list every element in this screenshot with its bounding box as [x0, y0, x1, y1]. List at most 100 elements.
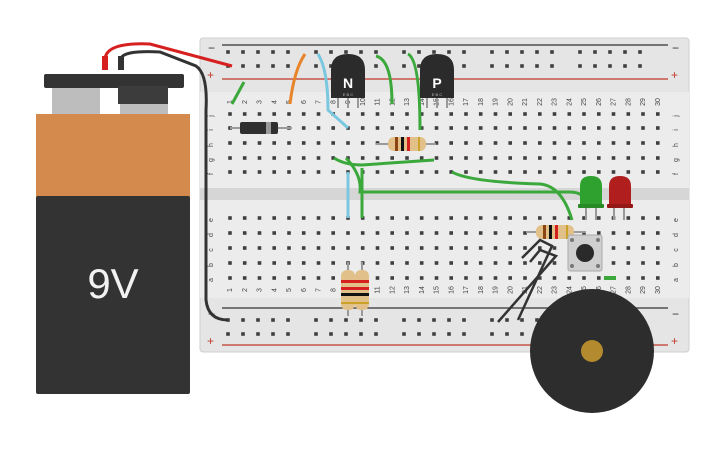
- breadboard-hole[interactable]: [272, 246, 276, 250]
- breadboard-hole[interactable]: [271, 318, 275, 322]
- breadboard-hole[interactable]: [374, 318, 378, 322]
- breadboard-hole[interactable]: [449, 246, 453, 250]
- breadboard-hole[interactable]: [538, 276, 542, 280]
- breadboard-hole[interactable]: [508, 170, 512, 174]
- breadboard-hole[interactable]: [402, 318, 406, 322]
- breadboard-hole[interactable]: [449, 216, 453, 220]
- breadboard-hole[interactable]: [344, 318, 348, 322]
- breadboard-hole[interactable]: [520, 64, 524, 68]
- breadboard-hole[interactable]: [641, 216, 645, 220]
- breadboard-hole[interactable]: [228, 276, 232, 280]
- breadboard-hole[interactable]: [611, 170, 616, 174]
- breadboard-hole[interactable]: [301, 231, 306, 235]
- wire-green-led-return[interactable]: [451, 170, 574, 221]
- breadboard-hole[interactable]: [331, 261, 335, 265]
- breadboard-hole[interactable]: [523, 276, 527, 280]
- breadboard-hole[interactable]: [271, 64, 275, 68]
- breadboard-hole[interactable]: [552, 216, 557, 220]
- breadboard-hole[interactable]: [520, 50, 524, 54]
- breadboard-hole[interactable]: [464, 112, 468, 116]
- breadboard-hole[interactable]: [597, 112, 601, 116]
- breadboard-hole[interactable]: [611, 231, 616, 235]
- breadboard-hole[interactable]: [641, 126, 645, 130]
- breadboard-hole[interactable]: [464, 126, 468, 130]
- breadboard-hole[interactable]: [316, 126, 321, 130]
- breadboard-hole[interactable]: [567, 276, 572, 280]
- breadboard-hole[interactable]: [608, 64, 612, 68]
- breadboard-hole[interactable]: [241, 332, 245, 336]
- transistor-npn[interactable]: N E B C: [331, 54, 365, 108]
- breadboard-hole[interactable]: [623, 50, 627, 54]
- breadboard-hole[interactable]: [286, 50, 290, 54]
- breadboard-hole[interactable]: [405, 246, 409, 250]
- breadboard-hole[interactable]: [314, 64, 318, 68]
- breadboard-hole[interactable]: [360, 156, 365, 160]
- breadboard-hole[interactable]: [287, 261, 291, 265]
- breadboard-hole[interactable]: [286, 64, 290, 68]
- breadboard-hole[interactable]: [228, 216, 232, 220]
- breadboard-hole[interactable]: [286, 318, 290, 322]
- breadboard-hole[interactable]: [256, 50, 260, 54]
- breadboard-hole[interactable]: [611, 141, 616, 145]
- breadboard-hole[interactable]: [434, 216, 439, 220]
- breadboard-hole[interactable]: [316, 246, 321, 250]
- breadboard-hole[interactable]: [638, 64, 642, 68]
- breadboard-hole[interactable]: [405, 126, 409, 130]
- breadboard-hole[interactable]: [493, 231, 498, 235]
- breadboard-hole[interactable]: [505, 318, 509, 322]
- transistor-pnp[interactable]: P E B C: [420, 54, 454, 108]
- breadboard-hole[interactable]: [375, 276, 380, 280]
- breadboard-hole[interactable]: [552, 261, 557, 265]
- breadboard-hole[interactable]: [272, 112, 276, 116]
- breadboard-hole[interactable]: [449, 261, 453, 265]
- breadboard-hole[interactable]: [552, 246, 557, 250]
- breadboard-hole[interactable]: [432, 50, 436, 54]
- breadboard-hole[interactable]: [656, 261, 660, 265]
- breadboard-hole[interactable]: [360, 112, 365, 116]
- breadboard-hole[interactable]: [508, 112, 512, 116]
- breadboard-hole[interactable]: [226, 50, 230, 54]
- breadboard-hole[interactable]: [374, 50, 378, 54]
- breadboard-hole[interactable]: [505, 332, 509, 336]
- breadboard-hole[interactable]: [449, 170, 453, 174]
- breadboard-hole[interactable]: [257, 261, 262, 265]
- breadboard-hole[interactable]: [626, 231, 631, 235]
- breadboard-hole[interactable]: [449, 156, 453, 160]
- breadboard-hole[interactable]: [346, 231, 350, 235]
- breadboard-hole[interactable]: [449, 276, 453, 280]
- breadboard-hole[interactable]: [623, 64, 627, 68]
- breadboard-hole[interactable]: [464, 170, 468, 174]
- breadboard-hole[interactable]: [417, 64, 421, 68]
- breadboard-hole[interactable]: [390, 246, 394, 250]
- breadboard-hole[interactable]: [464, 276, 468, 280]
- breadboard-hole[interactable]: [331, 216, 335, 220]
- breadboard-hole[interactable]: [359, 50, 363, 54]
- breadboard-hole[interactable]: [419, 276, 424, 280]
- resistor-button[interactable]: [526, 225, 586, 239]
- breadboard-hole[interactable]: [301, 246, 306, 250]
- breadboard-hole[interactable]: [287, 112, 291, 116]
- breadboard-hole[interactable]: [552, 112, 557, 116]
- breadboard-hole[interactable]: [597, 276, 601, 280]
- breadboard-hole[interactable]: [419, 216, 424, 220]
- breadboard-hole[interactable]: [538, 261, 542, 265]
- breadboard-hole[interactable]: [331, 126, 335, 130]
- breadboard-hole[interactable]: [241, 318, 245, 322]
- breadboard-hole[interactable]: [272, 141, 276, 145]
- breadboard-hole[interactable]: [538, 170, 542, 174]
- breadboard-hole[interactable]: [538, 216, 542, 220]
- breadboard-hole[interactable]: [272, 156, 276, 160]
- breadboard-hole[interactable]: [316, 141, 321, 145]
- breadboard-hole[interactable]: [656, 276, 660, 280]
- wire-battery-negative[interactable]: [119, 50, 229, 322]
- breadboard-hole[interactable]: [301, 170, 306, 174]
- breadboard-hole[interactable]: [329, 64, 333, 68]
- breadboard-hole[interactable]: [478, 216, 483, 220]
- breadboard-hole[interactable]: [552, 141, 557, 145]
- breadboard-hole[interactable]: [523, 126, 527, 130]
- breadboard-hole[interactable]: [434, 141, 439, 145]
- breadboard-hole[interactable]: [405, 276, 409, 280]
- breadboard-hole[interactable]: [346, 141, 350, 145]
- breadboard-hole[interactable]: [402, 50, 406, 54]
- breadboard-hole[interactable]: [287, 170, 291, 174]
